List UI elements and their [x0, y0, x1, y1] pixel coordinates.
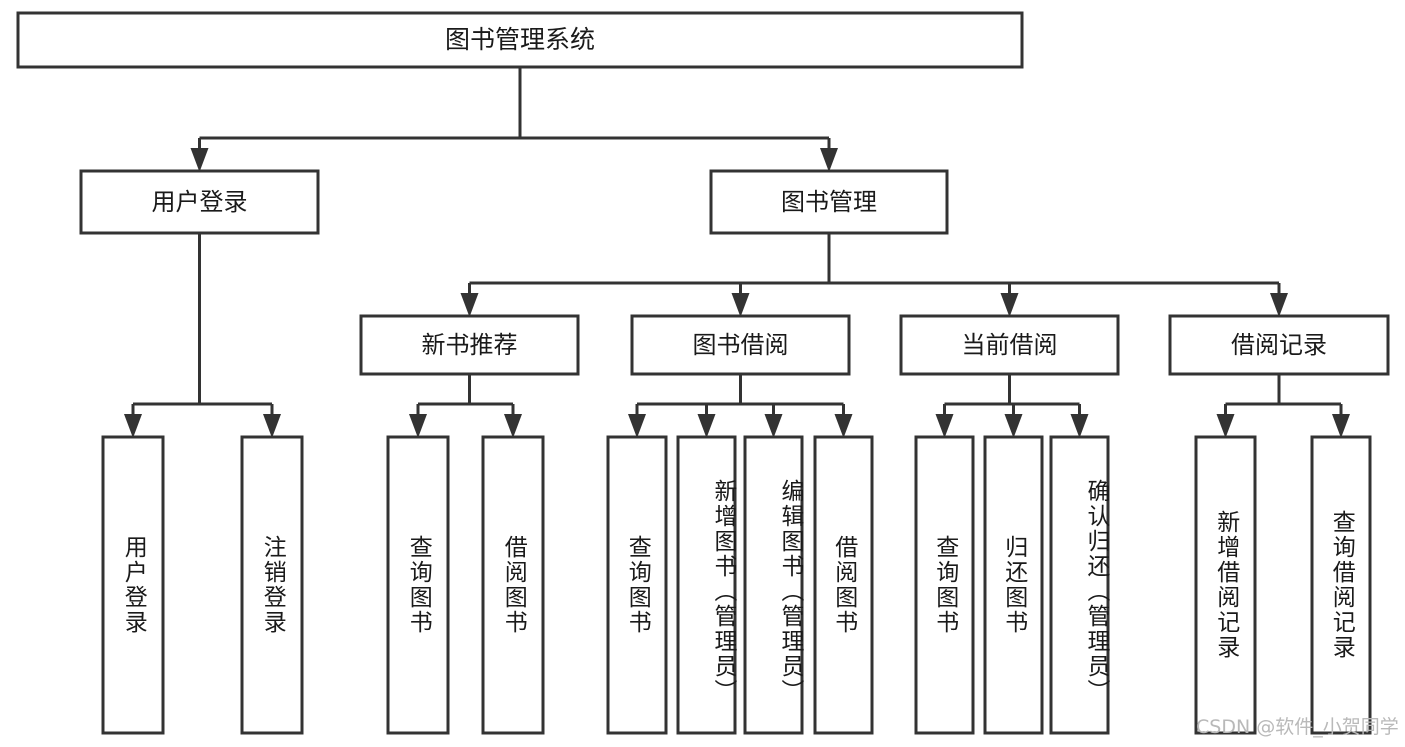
node-leaf-add-book-admin[interactable]	[676, 435, 737, 735]
node-leaf-user-logout[interactable]	[240, 435, 304, 735]
arrowhead-icon	[124, 414, 142, 438]
node-leaf-query-book-recommend[interactable]	[386, 435, 450, 735]
node-leaf-return-book[interactable]	[983, 435, 1044, 735]
node-borrow-record[interactable]	[1168, 314, 1390, 376]
node-leaf-query-book-borrow[interactable]	[606, 435, 668, 735]
node-leaf-borrow-book[interactable]	[813, 435, 874, 735]
node-book-manage[interactable]	[709, 169, 949, 235]
arrowhead-icon	[834, 414, 853, 438]
node-layer	[16, 11, 1390, 735]
node-book-borrow[interactable]	[630, 314, 851, 376]
arrowhead-icon	[697, 414, 716, 438]
csdn-watermark: CSDN @软件_小贺同学	[1196, 716, 1399, 738]
arrowhead-icon	[935, 414, 954, 438]
node-leaf-query-borrow-record[interactable]	[1310, 435, 1372, 735]
node-current-borrow[interactable]	[899, 314, 1120, 376]
node-new-book-recommend[interactable]	[359, 314, 580, 376]
node-leaf-confirm-return-admin[interactable]	[1049, 435, 1110, 735]
node-label-borrow-record: 借阅记录	[1231, 331, 1327, 359]
node-leaf-user-login[interactable]	[101, 435, 165, 735]
arrowhead-icon	[460, 293, 479, 317]
node-root[interactable]	[16, 11, 1024, 69]
arrowhead-icon	[409, 414, 427, 438]
connector-layer	[124, 67, 1350, 438]
node-label-root: 图书管理系统	[445, 25, 595, 54]
arrowhead-icon	[1216, 414, 1235, 438]
arrowhead-icon	[1270, 293, 1288, 317]
arrowhead-icon	[1000, 293, 1019, 317]
node-leaf-add-borrow-record[interactable]	[1194, 435, 1257, 735]
arrowhead-icon	[1070, 414, 1089, 438]
arrowhead-icon	[190, 148, 209, 172]
node-label-book-borrow: 图书借阅	[693, 331, 789, 359]
node-label-current-borrow: 当前借阅	[962, 331, 1058, 359]
node-user-login[interactable]	[79, 169, 320, 235]
arrowhead-icon	[764, 414, 783, 438]
node-label-new-book-recommend: 新书推荐	[422, 331, 518, 359]
arrowhead-icon	[628, 414, 646, 438]
node-label-user-login: 用户登录	[152, 188, 248, 216]
arrowhead-icon	[1004, 414, 1023, 438]
arrowhead-icon	[1332, 414, 1350, 438]
arrowhead-icon	[504, 414, 522, 438]
node-label-book-manage: 图书管理	[781, 188, 877, 216]
node-leaf-borrow-book-recommend[interactable]	[481, 435, 545, 735]
arrowhead-icon	[263, 414, 281, 438]
node-leaf-edit-book-admin[interactable]	[743, 435, 804, 735]
node-leaf-query-book-current[interactable]	[914, 435, 975, 735]
arrowhead-icon	[820, 148, 838, 172]
arrowhead-icon	[731, 293, 750, 317]
